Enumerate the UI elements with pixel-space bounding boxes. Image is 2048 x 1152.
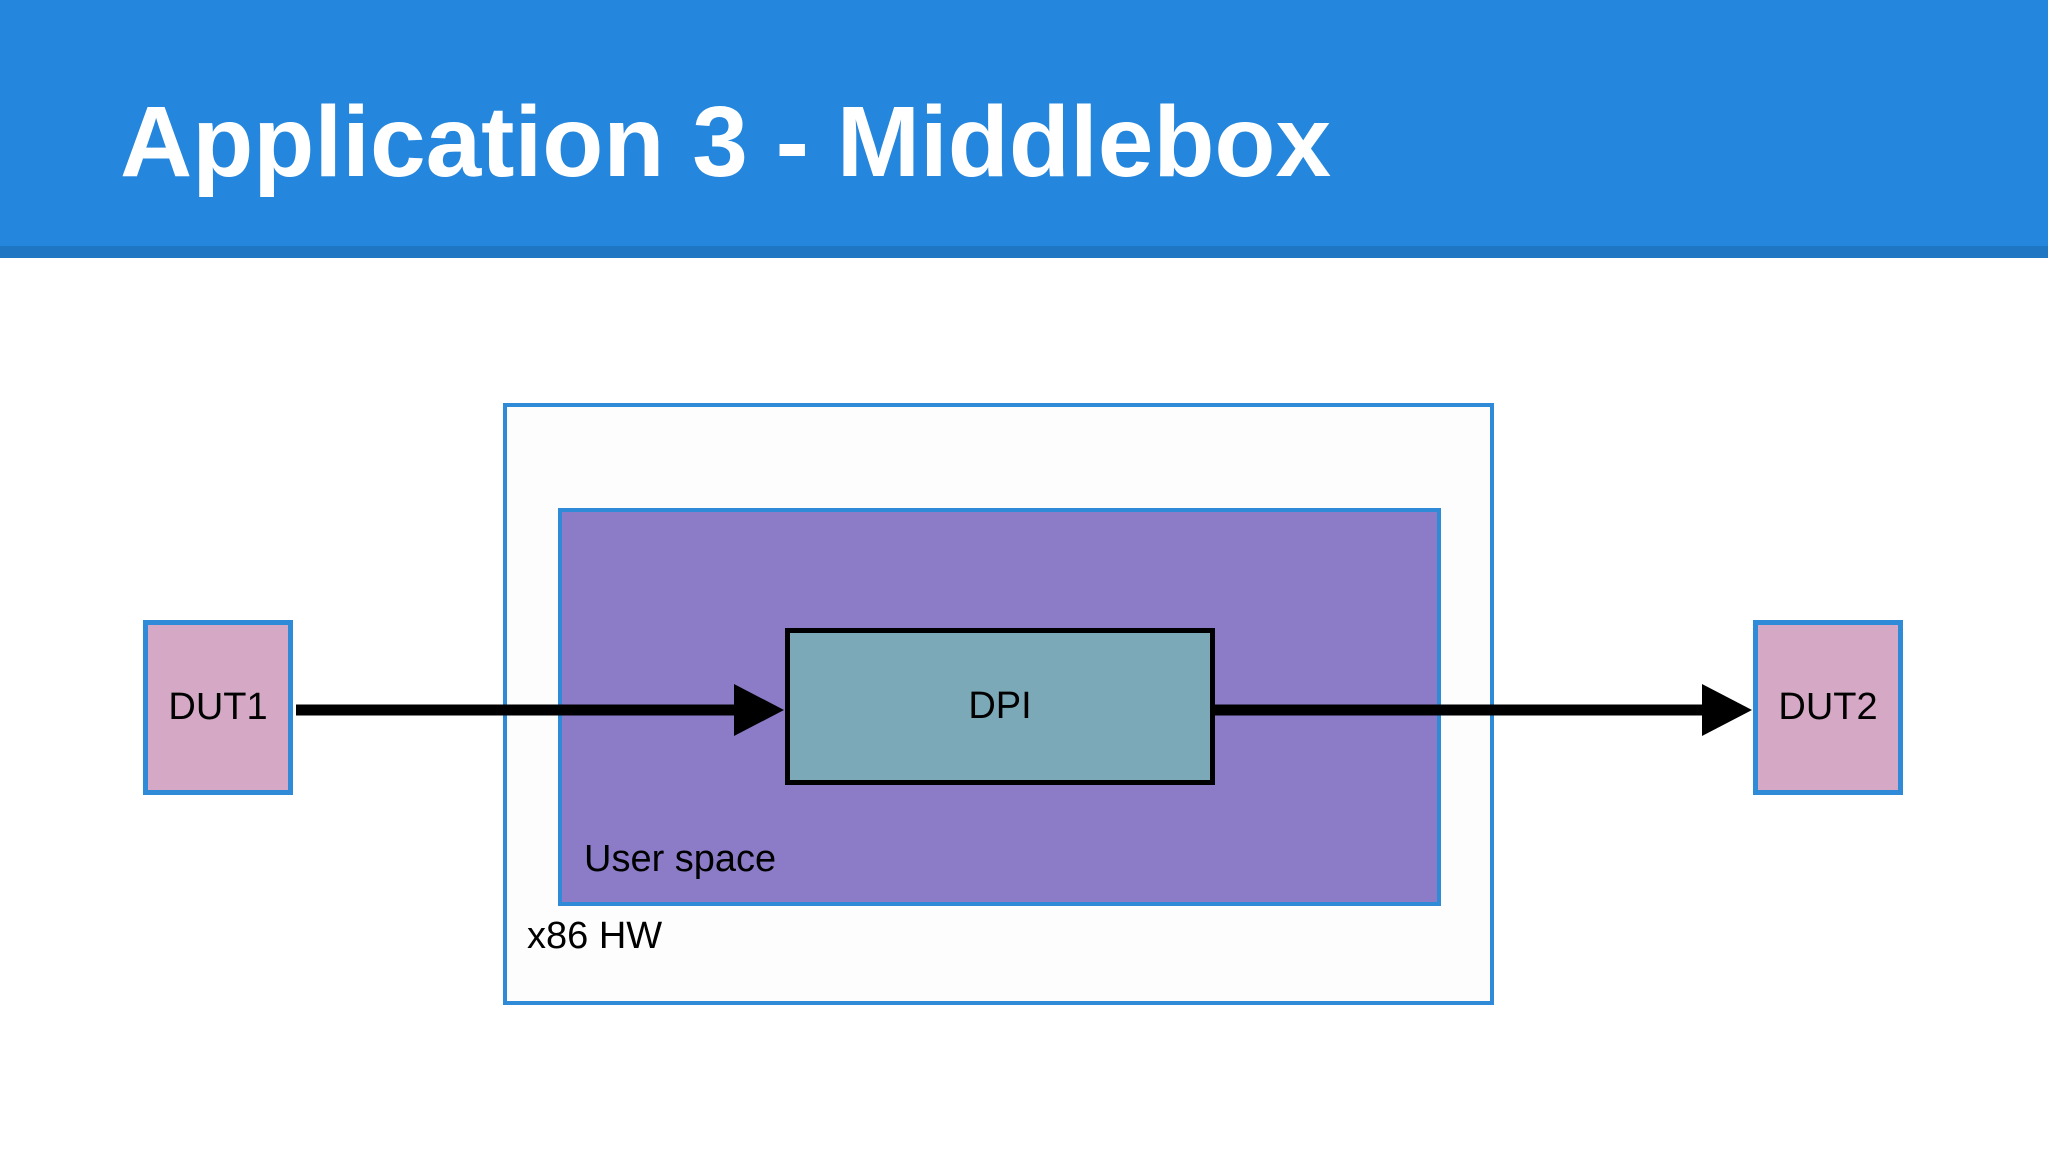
node-label-dut2: DUT2 <box>1778 686 1878 728</box>
node-dut2[interactable]: DUT2 <box>1753 620 1903 795</box>
node-dpi[interactable]: DPI <box>785 628 1215 785</box>
region-label-user-space: User space <box>584 838 777 880</box>
slide-header-underline <box>0 246 2048 258</box>
node-label-dut1: DUT1 <box>168 686 268 728</box>
node-dut1[interactable]: DUT1 <box>143 620 293 795</box>
slide-header-banner <box>0 0 2048 246</box>
node-label-dpi: DPI <box>968 685 1032 727</box>
page-title: Application 3 - Middlebox <box>120 86 1332 198</box>
region-label-x86-hw: x86 HW <box>527 915 663 957</box>
slide-body: User space x86 HW DPI DUT1 DUT2 <box>0 258 2048 1152</box>
